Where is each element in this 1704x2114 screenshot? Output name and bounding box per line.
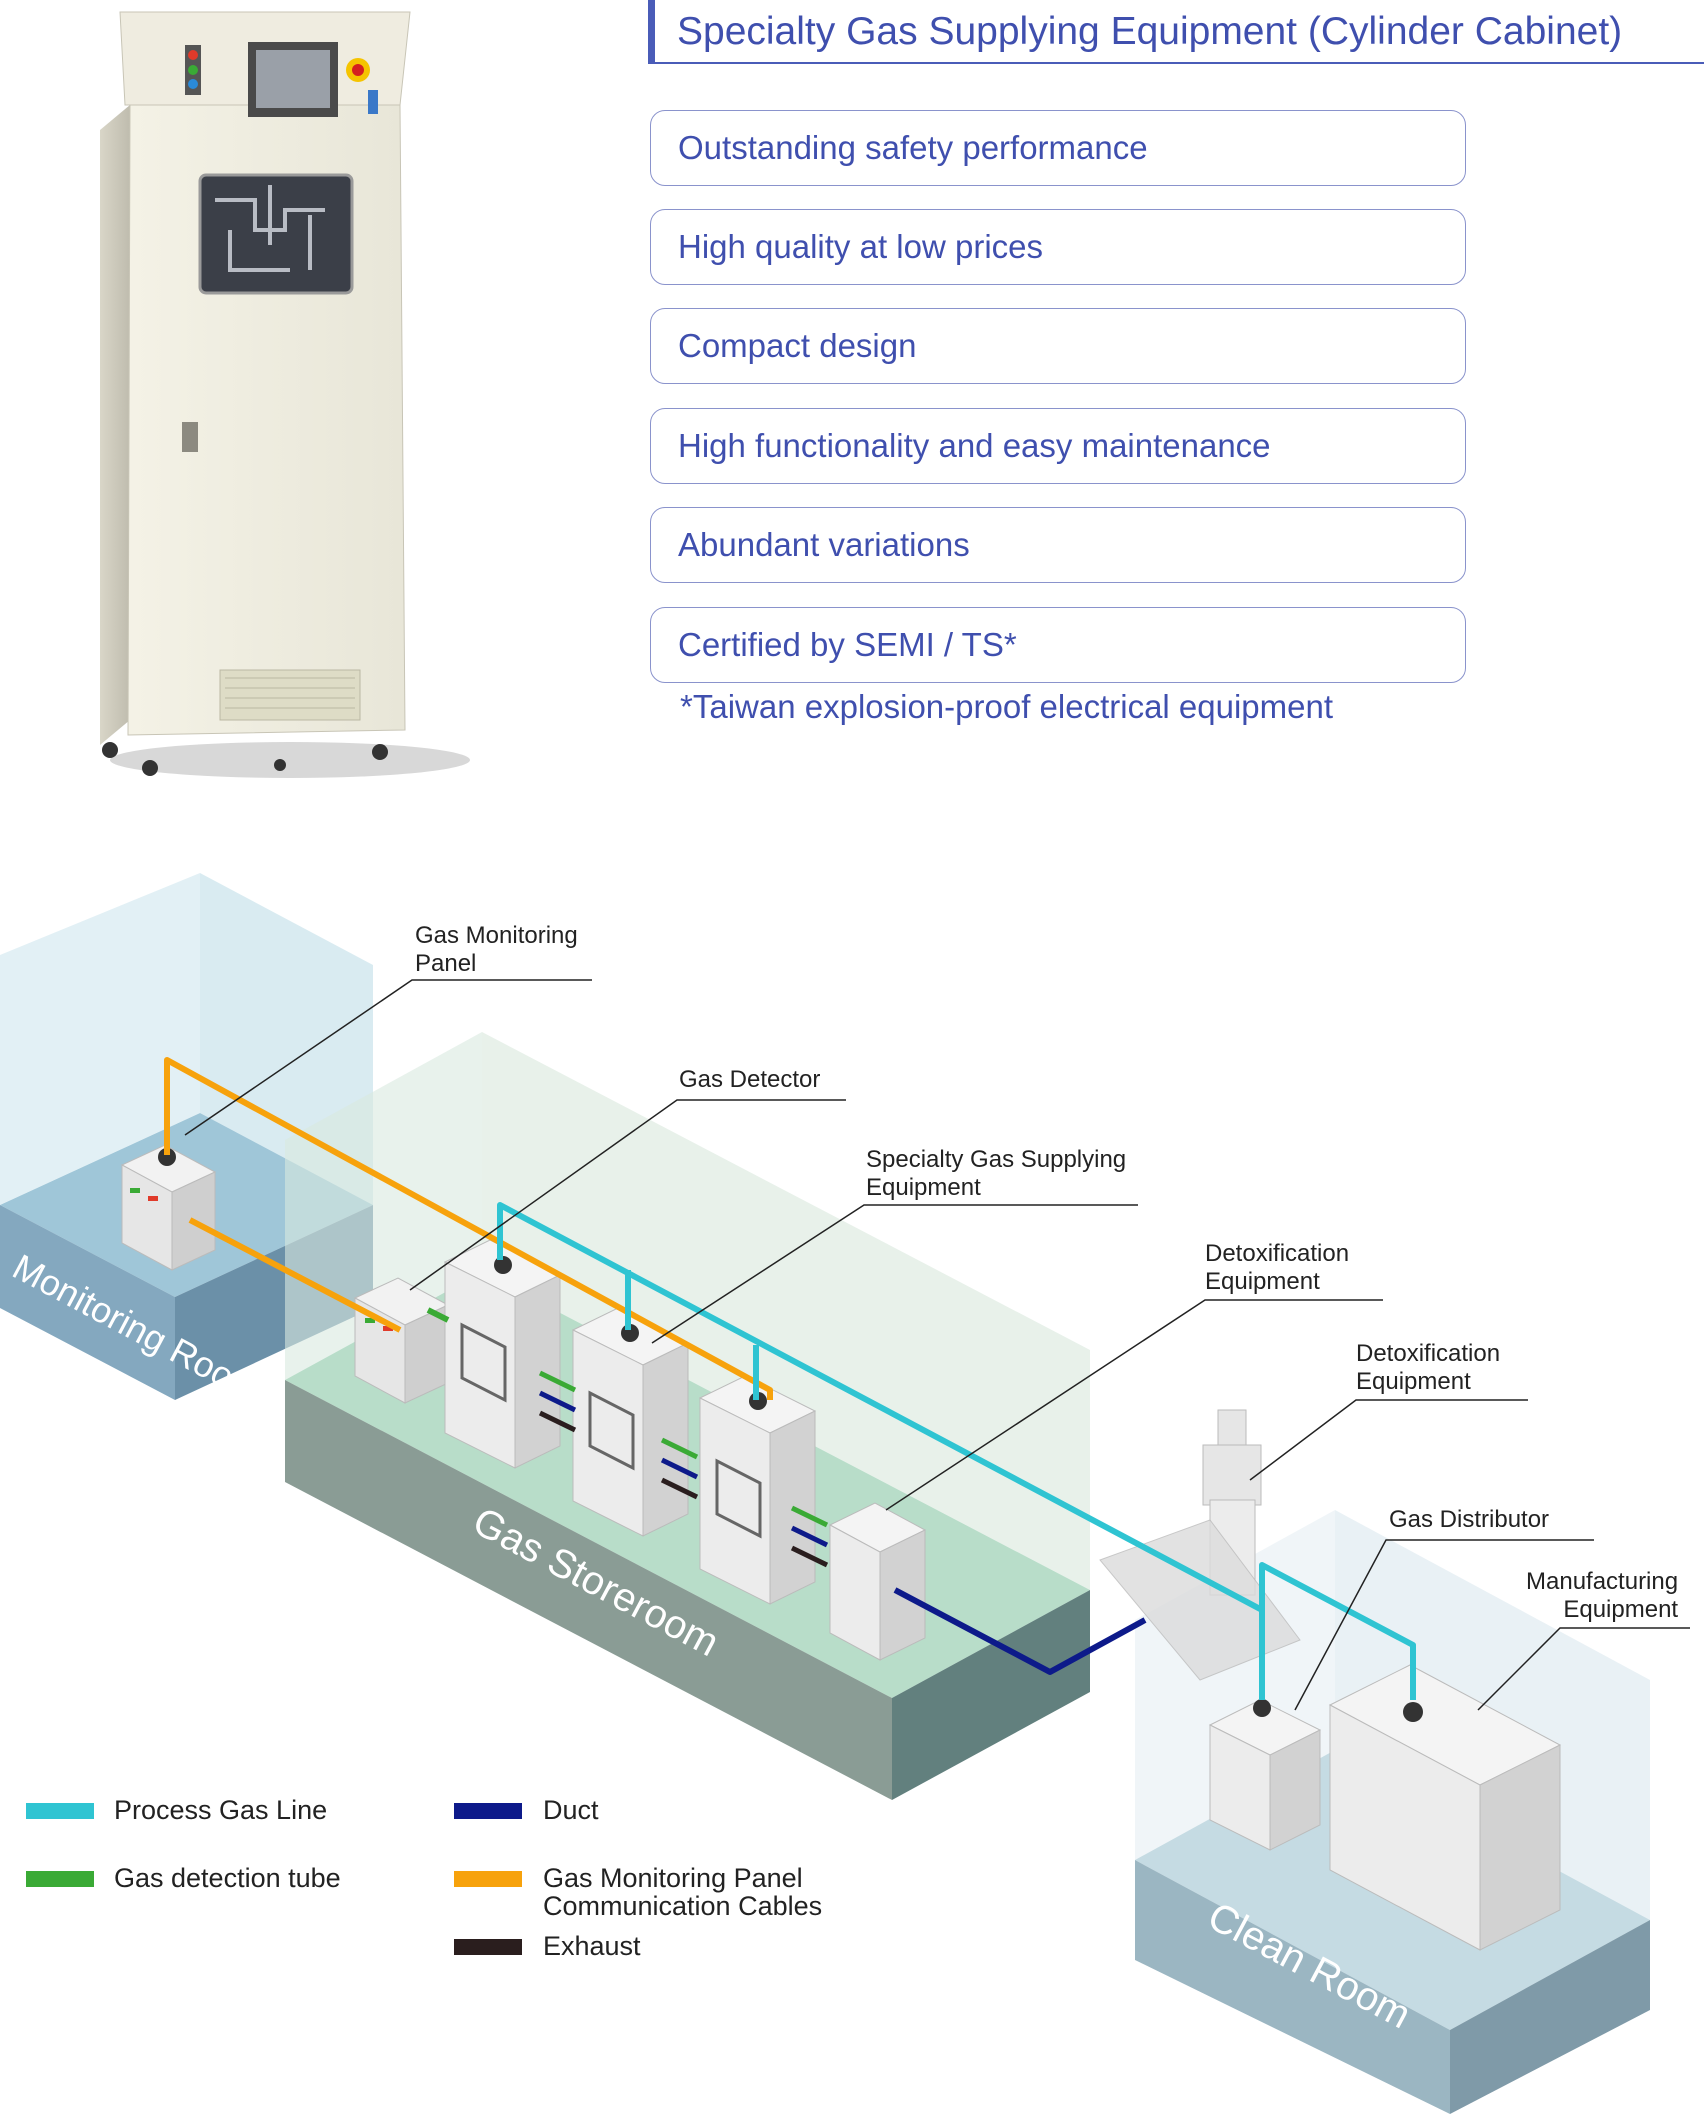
- manufacturing-equipment-unit: [1328, 1664, 1562, 1951]
- detoxification-unit-storeroom: [828, 1502, 927, 1661]
- legend-label-comm: Gas Monitoring Panel Communication Cable…: [543, 1863, 823, 1921]
- label-gas-monitoring-panel: Gas Monitoring Panel: [415, 922, 578, 977]
- feature-compact: Compact design: [650, 308, 1466, 384]
- legend-swatch-exhaust: [454, 1939, 522, 1955]
- detoxification-tower: [1099, 1409, 1301, 1681]
- duct-line: [893, 1587, 1147, 1675]
- monitoring-room: [0, 873, 373, 1400]
- feature-quality: High quality at low prices: [650, 209, 1466, 285]
- feature-variations: Abundant variations: [650, 507, 1466, 583]
- cylinder-cabinet-image: [100, 11, 470, 778]
- label-detoxification-1: Detoxification Equipment: [1205, 1240, 1350, 1295]
- room-label-storeroom: Gas Storeroom: [466, 1499, 726, 1665]
- room-label-monitoring: Monitoring Room: [6, 1246, 267, 1411]
- legend-label-exhaust: Exhaust: [543, 1931, 641, 1961]
- legend-label-duct: Duct: [543, 1795, 599, 1825]
- label-manufacturing-equipment: Manufacturing Equipment: [1526, 1568, 1679, 1623]
- footnote: *Taiwan explosion-proof electrical equip…: [680, 688, 1334, 725]
- cabinet-pipe-stubs: [538, 1370, 829, 1568]
- feature-safety: Outstanding safety performance: [650, 110, 1466, 186]
- gas-distributor-unit: [1208, 1699, 1322, 1851]
- gas-monitoring-panel-unit: [120, 1144, 217, 1271]
- label-detoxification-2: Detoxification Equipment: [1356, 1340, 1501, 1395]
- cylinder-cabinets: [443, 1239, 817, 1605]
- detection-tube: [426, 1307, 450, 1323]
- feature-certified: Certified by SEMI / TS*: [650, 607, 1466, 683]
- process-gas-line: [497, 1202, 1265, 1700]
- legend-swatch-duct: [454, 1803, 522, 1819]
- legend-label-process-gas: Process Gas Line: [114, 1795, 328, 1825]
- room-label-clean: Clean Room: [1201, 1894, 1418, 2037]
- feature-functionality: High functionality and easy maintenance: [650, 408, 1466, 484]
- gas-detector-unit: [353, 1277, 450, 1404]
- label-gas-distributor: Gas Distributor: [1389, 1506, 1550, 1533]
- label-specialty-gas-equipment: Specialty Gas Supplying Equipment: [866, 1146, 1127, 1201]
- label-gas-detector: Gas Detector: [679, 1066, 821, 1093]
- legend-swatch-comm: [454, 1871, 522, 1887]
- legend-label-detection: Gas detection tube: [114, 1863, 341, 1893]
- comm-cable-line-2: [188, 1217, 402, 1333]
- comm-cable-line: [164, 1057, 773, 1400]
- page-title: Specialty Gas Supplying Equipment (Cylin…: [648, 0, 1704, 64]
- process-gas-line-2: [1259, 1562, 1416, 1700]
- legend-swatch-detection: [26, 1871, 94, 1887]
- legend-swatch-process-gas: [26, 1803, 94, 1819]
